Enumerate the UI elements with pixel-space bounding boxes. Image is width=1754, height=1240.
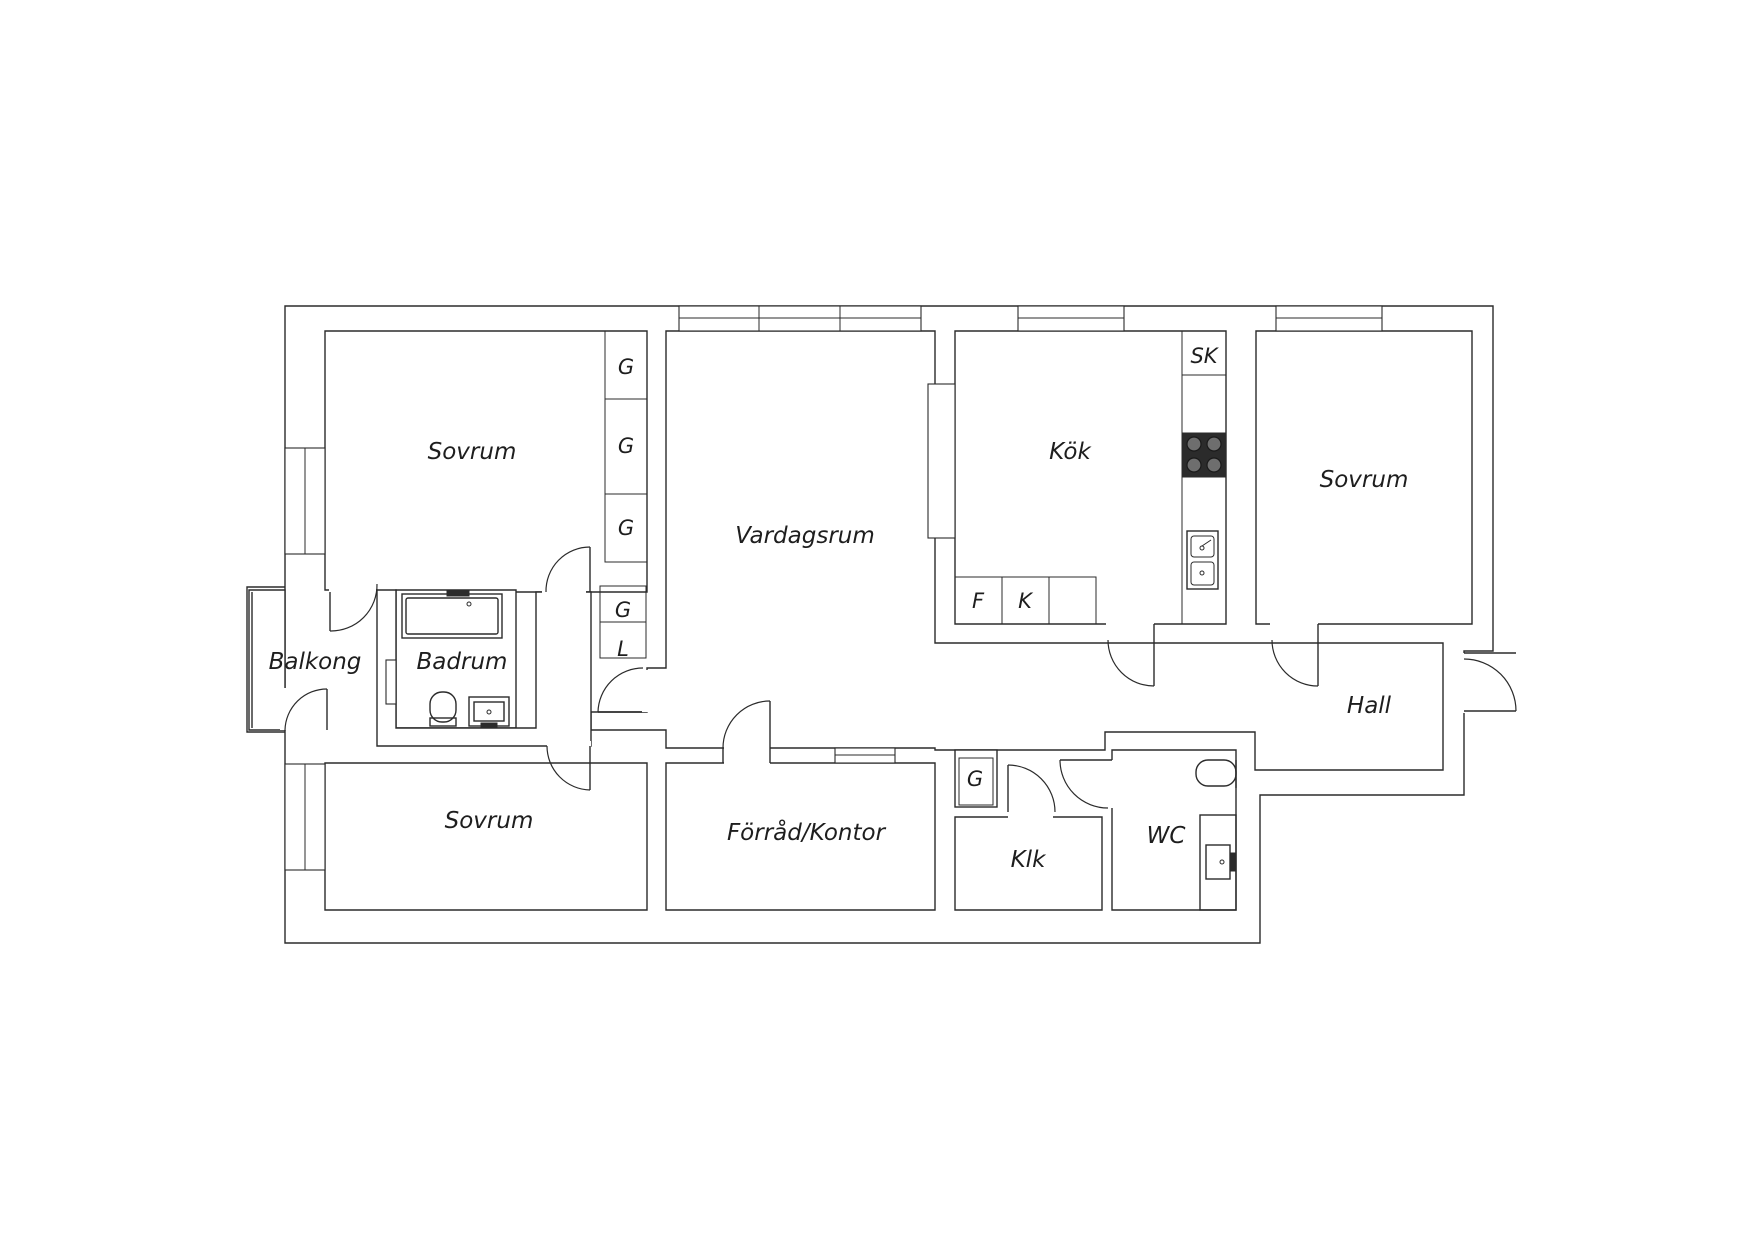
label-forrad-kontor: Förråd/Kontor xyxy=(727,818,887,846)
balcony-frame xyxy=(246,586,285,733)
wc-sink-icon xyxy=(1199,814,1237,911)
label-g1: G xyxy=(618,355,634,379)
label-hall: Hall xyxy=(1347,693,1392,719)
fixtures xyxy=(401,432,1237,911)
bathtub-icon xyxy=(401,589,503,639)
label-wc: WC xyxy=(1147,823,1186,849)
label-vardagsrum: Vardagsrum xyxy=(735,523,875,549)
label-g-klk: G xyxy=(967,767,983,791)
label-g4: G xyxy=(615,598,631,622)
label-sovrum-bottom-left: Sovrum xyxy=(445,808,534,834)
label-klk: Klk xyxy=(1011,847,1047,873)
toilet-icon xyxy=(429,691,457,727)
label-sovrum-right: Sovrum xyxy=(1320,467,1409,493)
room-sovrum-bottom-left[interactable] xyxy=(324,762,648,911)
label-sovrum-top-left: Sovrum xyxy=(428,439,517,465)
room-sovrum-right[interactable] xyxy=(1255,330,1473,625)
room-labels: Sovrum Vardagsrum Kök Sovrum Balkong Bad… xyxy=(269,439,1409,873)
label-f: F xyxy=(972,589,985,613)
label-kok: Kök xyxy=(1049,439,1092,465)
label-balkong: Balkong xyxy=(269,649,362,675)
corridor-left xyxy=(376,589,592,747)
sink-icon xyxy=(468,696,510,728)
storage-units xyxy=(599,330,1227,806)
wc-toilet-icon xyxy=(1195,759,1237,788)
kitchen-sink-icon xyxy=(1186,530,1219,590)
label-g3: G xyxy=(618,516,634,540)
windows xyxy=(284,305,1383,871)
stove-icon xyxy=(1181,432,1227,478)
storage-labels: G G G G L G SK F K xyxy=(615,344,1220,791)
label-l: L xyxy=(617,637,629,661)
label-badrum: Badrum xyxy=(417,649,508,675)
label-sk: SK xyxy=(1190,344,1219,368)
doors xyxy=(280,546,1517,822)
closet-klk xyxy=(954,749,998,808)
rooms xyxy=(248,330,1473,911)
label-k: K xyxy=(1018,589,1034,613)
label-g2: G xyxy=(618,434,634,458)
